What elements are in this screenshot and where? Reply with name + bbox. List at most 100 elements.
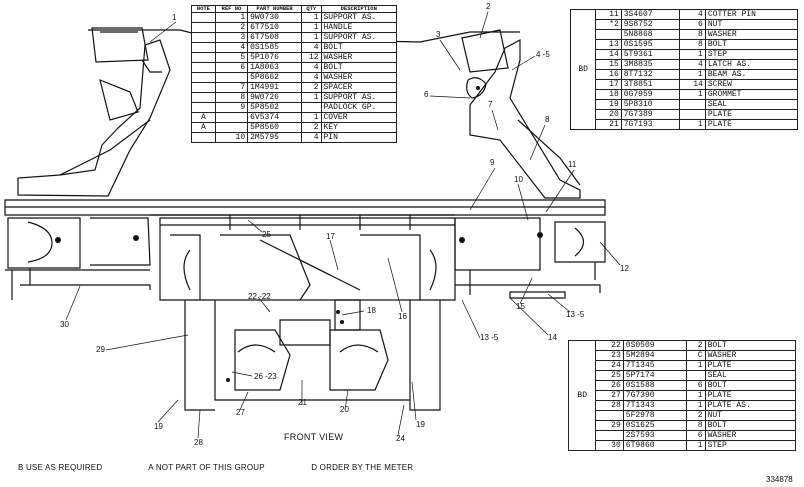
qty-cell: 1 — [301, 112, 322, 123]
description-cell: BOLT — [704, 340, 797, 351]
callout-label: 1 — [172, 13, 177, 22]
col-qty: QTY — [301, 5, 322, 13]
description-cell: BOLT — [704, 380, 797, 391]
ref-cell: 28 — [595, 400, 624, 411]
col-note: NOTE — [191, 5, 216, 13]
note-cell — [191, 32, 216, 43]
part-number-cell: 7T1345 — [622, 360, 688, 371]
note-cell — [191, 92, 216, 103]
part-number-cell: 7G7193 — [620, 119, 681, 130]
ref-cell — [595, 29, 622, 40]
description-cell: SEAL — [704, 99, 799, 110]
part-number-cell: 0G7959 — [620, 89, 681, 100]
part-number-cell: 9S8752 — [620, 19, 681, 30]
qty-cell — [301, 102, 322, 113]
description-cell: GROMMET — [704, 89, 799, 100]
description-cell: PLATE — [704, 360, 797, 371]
callout-label: 30 — [60, 320, 69, 329]
part-number-cell: 0S1585 — [247, 42, 303, 53]
description-cell: BOLT — [704, 420, 797, 431]
note-cell — [191, 22, 216, 33]
description-cell: STEP — [704, 49, 799, 60]
note-cell: A — [191, 122, 216, 133]
ref-cell: 29 — [595, 420, 624, 431]
qty-cell: 2 — [686, 410, 706, 421]
description-cell: COVER — [320, 112, 397, 123]
note-cell — [191, 62, 216, 73]
part-number-cell: 0S1625 — [622, 420, 688, 431]
part-number-cell: 7G7389 — [620, 109, 681, 120]
callout-label: 4 -5 — [536, 50, 550, 59]
table-header-row: NOTE REF NO PART NUMBER QTY DESCRIPTION — [191, 5, 397, 13]
qty-cell: C — [686, 350, 706, 361]
qty-cell: 1 — [679, 49, 706, 60]
qty-cell: 2 — [686, 340, 706, 351]
qty-cell: 1 — [301, 92, 322, 103]
ref-cell: 25 — [595, 370, 624, 381]
qty-cell — [686, 370, 706, 381]
part-number-cell: 5M2894 — [622, 350, 688, 361]
qty-cell: 1 — [301, 32, 322, 43]
qty-cell: 1 — [301, 22, 322, 33]
group-note-cell: BD — [569, 9, 597, 130]
part-number-cell: 5N8868 — [620, 29, 681, 40]
qty-cell: 4 — [301, 132, 322, 143]
part-number-cell: 1M4991 — [247, 82, 303, 93]
part-number-cell: 2M5795 — [247, 132, 303, 143]
ref-cell: 3 — [214, 32, 249, 43]
description-cell: BOLT — [320, 42, 397, 53]
callout-label: 14 — [548, 333, 557, 342]
ref-cell: 30 — [595, 440, 624, 451]
description-cell: LATCH AS. — [704, 59, 799, 70]
description-cell: KEY — [320, 122, 397, 133]
callout-label: 15 — [516, 302, 525, 311]
callout-label: 19 — [416, 420, 425, 429]
qty-cell — [679, 109, 706, 120]
description-cell: SCREW — [704, 79, 799, 90]
part-number-cell: 0S1595 — [620, 39, 681, 50]
ref-cell: 17 — [595, 79, 622, 90]
description-cell: PLATE AS. — [704, 400, 797, 411]
description-cell: SUPPORT AS. — [320, 92, 397, 103]
description-cell: SUPPORT AS. — [320, 32, 397, 43]
note-cell — [191, 132, 216, 143]
ref-cell: 23 — [595, 350, 624, 361]
description-cell: HANDLE — [320, 22, 397, 33]
qty-cell: 2 — [301, 82, 322, 93]
qty-cell: 14 — [679, 79, 706, 90]
note-cell — [191, 102, 216, 113]
callout-label: 28 — [194, 438, 203, 447]
description-cell: BOLT — [320, 62, 397, 73]
ref-cell: 7 — [214, 82, 249, 93]
note-cell: A — [191, 112, 216, 123]
callout-label: 20 — [340, 405, 349, 414]
callout-label: 17 — [326, 232, 335, 241]
legend-a: A NOT PART OF THIS GROUP — [148, 463, 265, 472]
col-description: DESCRIPTION — [320, 5, 397, 13]
qty-cell: 1 — [301, 12, 322, 23]
ref-cell: 13 — [595, 39, 622, 50]
ref-cell — [214, 122, 249, 133]
part-number-cell: 0S1588 — [622, 380, 688, 391]
ref-cell: 24 — [595, 360, 624, 371]
